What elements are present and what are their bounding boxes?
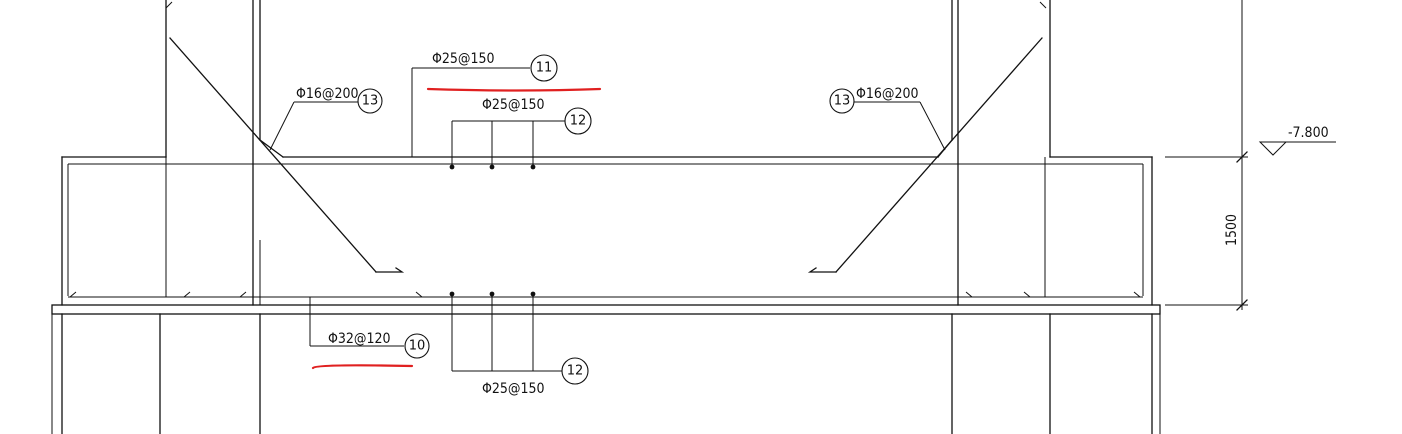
elevation-label: -7.800 — [1288, 125, 1329, 141]
label-left-haunch: Φ16@200 — [296, 86, 359, 102]
leader-right-haunch-13: Φ16@200 13 — [829, 86, 946, 151]
marker-11-text: 11 — [536, 61, 553, 76]
dimension-label: 1500 — [1224, 214, 1240, 246]
label-bottom-mid: Φ25@150 — [482, 381, 545, 397]
bottom-ticks — [69, 291, 1141, 298]
leader-left-haunch-13: Φ16@200 13 — [269, 86, 383, 151]
red-underline-bottom — [311, 364, 414, 370]
marker-10 — [404, 333, 430, 359]
leader-bottom-left-10: Φ32@120 10 — [309, 297, 430, 359]
marker-11 — [530, 54, 558, 82]
label-top-rebar: Φ25@150 — [432, 51, 495, 67]
marker-10-text: 10 — [409, 339, 426, 354]
label-right-haunch: Φ16@200 — [856, 86, 919, 102]
leader-bottom-mid-12: Φ25@150 12 — [451, 294, 589, 397]
marker-13-left-text: 13 — [362, 94, 379, 109]
leader-mid-rebar-12: Φ25@150 12 — [451, 97, 592, 167]
dimension-group: 1500 — [1165, 0, 1248, 311]
red-underline-top — [426, 87, 602, 92]
label-mid-rebar: Φ25@150 — [482, 97, 545, 113]
rebar-dots — [449, 164, 536, 297]
diagonal-bars — [165, 1, 1047, 273]
marker-12-bottom-text: 12 — [567, 364, 584, 379]
marker-13-right-text: 13 — [834, 94, 851, 109]
marker-12-top — [564, 107, 592, 135]
slab-outline — [51, 156, 1161, 315]
marker-13-left — [357, 88, 383, 114]
marker-13-right — [829, 88, 855, 114]
marker-12-top-text: 12 — [570, 114, 587, 129]
leader-top-rebar-11: Φ25@150 11 — [411, 51, 558, 157]
elevation-marker: -7.800 — [1258, 125, 1336, 156]
label-bottom-left: Φ32@120 — [328, 331, 391, 347]
marker-12-bottom — [561, 357, 589, 385]
walls — [51, 0, 1161, 434]
